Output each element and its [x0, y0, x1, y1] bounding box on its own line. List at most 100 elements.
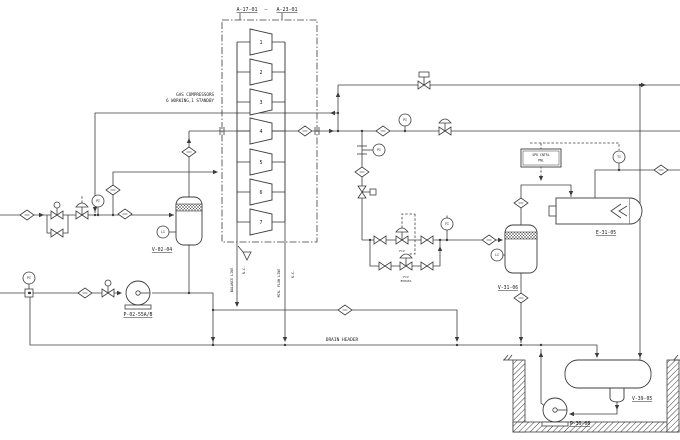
- label-v-02-04: V-02-04: [152, 247, 172, 253]
- label-a-23-01: A-23-01: [276, 7, 297, 13]
- junction-dot: [211, 343, 215, 347]
- compressor-symbol: [249, 208, 273, 236]
- label-e-31-05: E-31-05: [596, 230, 616, 236]
- gate-valve: [420, 261, 434, 271]
- ground-tick-1: [503, 354, 509, 361]
- e3105-outlet-line: [594, 169, 680, 198]
- flow-arrow: [92, 207, 98, 212]
- label-6-working-1-standby: 6 WORKING,1 STANDBY: [166, 98, 214, 103]
- instrument-bubble: [156, 225, 170, 239]
- control-panel-inner: [522, 150, 560, 166]
- instrument-tag: LI: [161, 230, 165, 234]
- junction-dot: [445, 238, 449, 242]
- flow-arrow: [569, 411, 574, 417]
- instrument-bubble: [398, 113, 412, 127]
- compressor-number: 1: [259, 40, 262, 46]
- instrument-tag: PI: [377, 148, 381, 152]
- junction-dot: [336, 111, 340, 115]
- label-bypass: BYPASS: [401, 279, 412, 283]
- flow-arrow: [538, 352, 544, 357]
- label-p-02-55a-b: P-02-55A/B: [124, 312, 153, 318]
- compressor-symbol: [249, 178, 273, 206]
- flow-arrow: [498, 237, 503, 243]
- valve-positioner: [369, 188, 377, 196]
- label-n-c-: N.C.: [291, 270, 295, 278]
- label-p-39-06: P-39-06: [570, 421, 590, 427]
- pump-p3906-base: [541, 421, 569, 427]
- flow-arrow: [568, 191, 574, 196]
- vessel-v0204-demister: [175, 203, 203, 212]
- flow-arrow: [594, 353, 600, 358]
- compressor-number: 3: [259, 100, 262, 106]
- junction-dot: [93, 213, 97, 217]
- label-a-17-01: A-17-01: [236, 7, 257, 13]
- vessel-v3106-demister: [504, 231, 538, 240]
- junction-dot: [455, 343, 459, 347]
- junction-dot: [519, 343, 523, 347]
- instrument-tag: PI: [96, 199, 100, 203]
- flow-arrow: [39, 212, 44, 218]
- drum-v3905: [564, 359, 652, 389]
- compressor-number: 6: [259, 190, 262, 196]
- label-min-flow-line: MIN. FLOW LINE: [277, 269, 281, 298]
- flow-arrow: [454, 337, 460, 342]
- exchanger-chevron: [610, 203, 622, 219]
- flow-arrow: [335, 92, 341, 97]
- exchanger-head: [629, 197, 643, 225]
- pit-wall: [666, 359, 680, 433]
- aux-drain-line: [213, 309, 458, 341]
- flow-arrow: [234, 302, 240, 307]
- equalizing-line: [112, 171, 216, 215]
- control-panel-text: PNL: [538, 159, 544, 163]
- junction-dot: [368, 238, 372, 242]
- label-balance-line: BALANCE LINE: [230, 268, 234, 293]
- sig-cv-station-2: [409, 214, 416, 255]
- instrument-tag: LI: [495, 253, 499, 257]
- instrument-bubble: [440, 217, 454, 231]
- gate-valve: [378, 261, 392, 271]
- flow-arrow: [437, 246, 443, 251]
- flow-arrow: [282, 337, 288, 342]
- junction-dot: [539, 343, 543, 347]
- pit-wall: [512, 359, 526, 433]
- pit-wall: [512, 421, 680, 433]
- label-fcv: FCV: [399, 249, 405, 253]
- valve-diaphragm: [399, 253, 413, 259]
- instrument-bubble: [91, 194, 105, 208]
- junction-dot: [111, 213, 115, 217]
- flow-arrow: [330, 110, 335, 116]
- instrument-tag: FI: [445, 222, 449, 226]
- junction-dot: [438, 238, 442, 242]
- instrument-tag: TI: [617, 155, 621, 159]
- label-fcv: FCV: [403, 275, 409, 279]
- ground-tick-3: [673, 354, 679, 361]
- flow-arrow: [117, 290, 122, 296]
- control-panel-text: SPD CNTRL: [532, 153, 549, 157]
- junction-dot: [360, 129, 364, 133]
- junction-dot: [187, 291, 191, 295]
- compressor-symbol: [249, 148, 273, 176]
- compressor-symbol: [249, 28, 273, 56]
- junction-dot: [617, 168, 621, 172]
- pump-p0255-base: [124, 304, 152, 310]
- instrument-bubble: [22, 271, 36, 285]
- flow-arrow: [538, 176, 544, 181]
- valve-diaphragm: [438, 118, 452, 124]
- label-drain-header: DRAIN HEADER: [326, 337, 359, 343]
- compressor-symbol: [249, 88, 273, 116]
- valve-handwheel: [53, 201, 61, 209]
- instrument-bubble: [612, 150, 626, 164]
- label-v-39-05: V-39-05: [632, 396, 652, 402]
- instrument-bubble: [372, 143, 386, 157]
- gate-valve: [373, 235, 387, 245]
- label--: —: [264, 7, 268, 13]
- pennant-stub: [237, 245, 244, 253]
- drum-boot: [609, 387, 625, 403]
- control-panel-box: [520, 148, 562, 168]
- sig-cv-station-1: [401, 213, 415, 228]
- flow-arrow: [210, 337, 216, 342]
- valve-diaphragm: [395, 227, 409, 233]
- junction-dot: [211, 308, 215, 312]
- junction-dot: [96, 213, 100, 217]
